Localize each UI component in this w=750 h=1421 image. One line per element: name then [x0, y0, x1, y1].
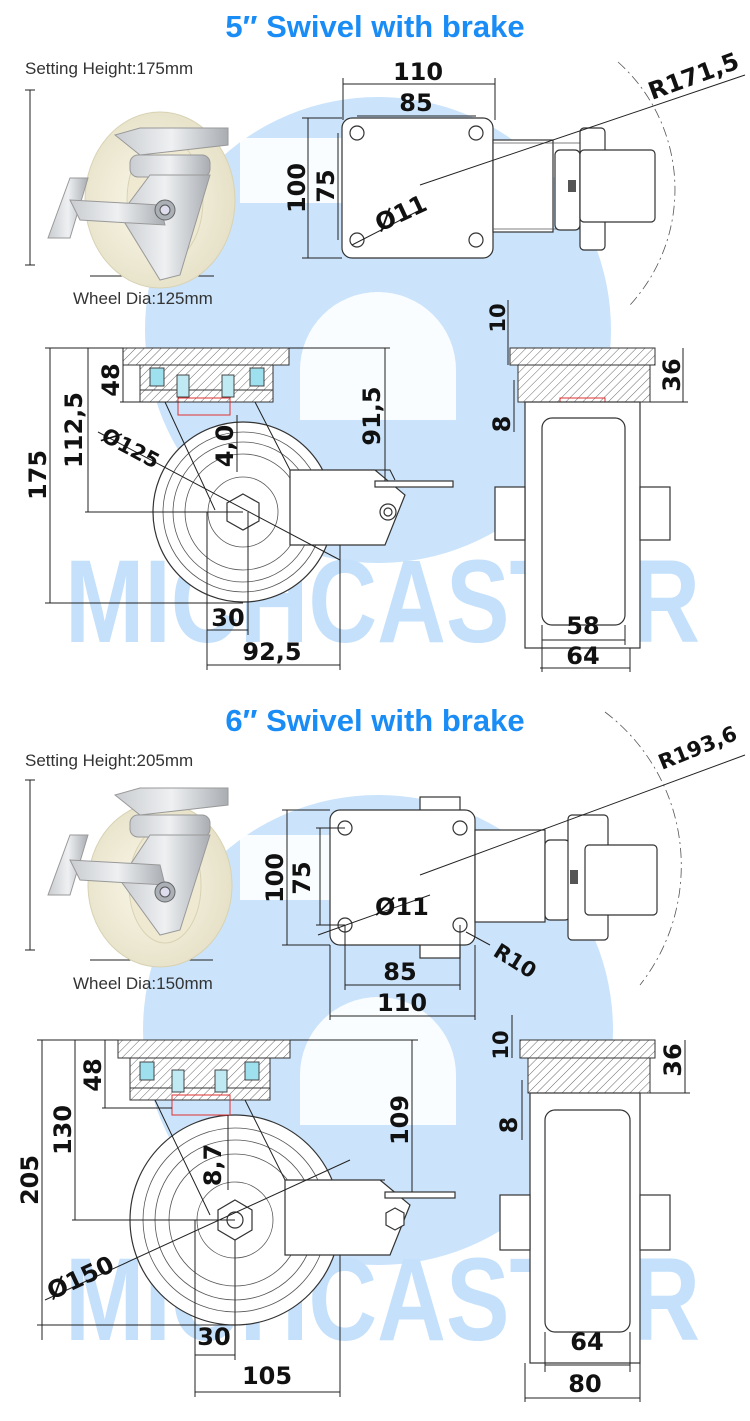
dim-wheel-width: 58	[566, 612, 599, 640]
dim-offset-small: 8,7	[199, 1144, 227, 1187]
swivel-arc	[604, 711, 682, 986]
dim-axle-height: 130	[49, 1105, 77, 1155]
dim-height-outer: 100	[283, 163, 311, 213]
dim-offset: 30	[211, 604, 244, 632]
dim-plate-height: 48	[97, 363, 125, 396]
dim-brake-height: 109	[386, 1095, 414, 1145]
section-5-inch: MICHCASTER 5″ Swivel with brake Setting …	[24, 9, 746, 672]
dim-housing: 36	[658, 358, 686, 391]
dim-brake-height: 91,5	[358, 386, 386, 445]
dim-gap: 8	[495, 1117, 523, 1134]
dim-wheel-width: 64	[570, 1328, 603, 1356]
dim-total-height: 175	[24, 450, 52, 500]
setting-height-label: Setting Height:175mm	[25, 59, 193, 78]
dim-fork-width: 64	[566, 642, 599, 670]
dim-plate-thickness: 10	[489, 1030, 513, 1059]
dim-total-height: 205	[16, 1155, 44, 1205]
dim-swivel-radius: R193,6	[655, 721, 741, 774]
swivel-arc	[617, 61, 676, 306]
section-6-inch: MICHCASTER 6″ Swivel with brake Setting …	[16, 703, 746, 1402]
dim-width-inner: 85	[383, 958, 416, 986]
dim-swivel-radius: R171,5	[644, 47, 742, 106]
dim-height-inner: 75	[288, 861, 316, 894]
wheel-dia-label: Wheel Dia:125mm	[73, 289, 213, 308]
kingpin-nut	[171, 1094, 231, 1116]
brake-pedal	[384, 1191, 456, 1199]
dim-housing: 36	[659, 1043, 687, 1076]
caster-photo	[47, 787, 233, 968]
section-title: 5″ Swivel with brake	[225, 9, 524, 44]
dim-width-inner: 85	[399, 89, 432, 117]
setting-height-label: Setting Height:205mm	[25, 751, 193, 770]
dim-plate-height: 48	[79, 1058, 107, 1091]
kingpin-nut	[177, 397, 231, 416]
side-view: 205 130 48 109 8,7 Ø150 30 105	[16, 1039, 456, 1397]
dim-brake-reach: 92,5	[242, 638, 301, 666]
dim-fork-width: 80	[568, 1370, 601, 1398]
wheel-front	[541, 417, 626, 626]
dim-offset-small: 4,0	[211, 425, 239, 468]
dim-offset: 30	[197, 1323, 230, 1351]
dim-brake-reach: 105	[242, 1362, 292, 1390]
side-view: 175 112,5 48 91,5 4,0 Ø125 30 92,5	[24, 347, 454, 670]
dim-hole: Ø11	[375, 893, 429, 921]
wheel-dia-label: Wheel Dia:150mm	[73, 974, 213, 993]
front-view: 10 36 8 64 80	[489, 1015, 690, 1402]
top-plate-section	[122, 347, 290, 366]
dim-height-inner: 75	[312, 169, 340, 202]
dim-width-outer: 110	[377, 989, 427, 1017]
dim-wheel-diameter: Ø125	[98, 423, 164, 473]
dim-axle-height: 112,5	[60, 392, 88, 468]
front-view: 10 36 8 58 64	[486, 300, 688, 672]
brake-pedal	[374, 480, 454, 488]
dim-height-outer: 100	[261, 853, 289, 903]
wheel-front	[544, 1109, 631, 1333]
caster-photo	[47, 111, 236, 289]
dim-width-outer: 110	[393, 58, 443, 86]
dim-plate-thickness: 10	[486, 303, 510, 332]
section-title: 6″ Swivel with brake	[225, 703, 524, 738]
dim-gap: 8	[488, 416, 516, 433]
